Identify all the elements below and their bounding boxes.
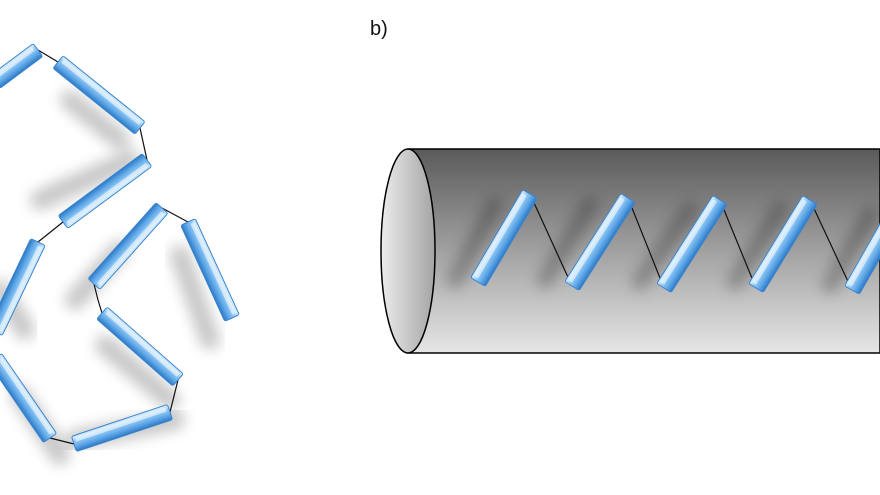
helix-rod	[180, 218, 240, 322]
helix-rod	[0, 238, 46, 336]
rod-shadow	[537, 197, 598, 288]
helix-rod	[0, 43, 43, 89]
rod-shadow	[447, 197, 503, 288]
linker	[719, 199, 757, 289]
helix-rod	[53, 56, 145, 134]
helix-rod	[88, 202, 168, 290]
helix-rod	[0, 353, 57, 443]
panel-b-helix-in-cylinder: b)	[370, 18, 880, 354]
panel-a-linkers	[37, 49, 189, 445]
helix-rod	[749, 195, 817, 293]
helix-rod	[565, 193, 635, 291]
rod-shadow	[727, 202, 788, 290]
linker	[161, 207, 189, 223]
helix-rod	[71, 404, 173, 452]
linker	[809, 199, 853, 291]
linker	[529, 193, 573, 287]
linker	[37, 221, 64, 243]
panel-a-folded-chain	[0, 43, 240, 465]
helix-rod	[97, 307, 183, 386]
linker	[139, 127, 148, 161]
rod-shadow	[170, 245, 220, 350]
rod-shadow	[822, 207, 878, 293]
rod-shadow	[95, 335, 180, 410]
panel-b-shadows	[447, 197, 878, 293]
helix-rod	[470, 189, 538, 287]
linker	[93, 283, 103, 314]
helix-rod	[657, 195, 727, 293]
linker	[169, 379, 179, 413]
linker	[49, 437, 75, 445]
linker	[37, 49, 59, 63]
rod-shadow	[30, 150, 140, 210]
rod-shadow	[632, 202, 698, 290]
linker	[627, 197, 665, 289]
cylinder-end-cap	[380, 148, 436, 354]
panel-b-rods	[470, 189, 880, 294]
helix-rod	[58, 153, 152, 229]
panel-b-linkers	[529, 193, 853, 291]
panel-a-rods	[0, 43, 240, 452]
rod-shadow	[60, 90, 130, 150]
helix-rod	[844, 202, 880, 294]
panel-b-label: b)	[370, 18, 388, 40]
